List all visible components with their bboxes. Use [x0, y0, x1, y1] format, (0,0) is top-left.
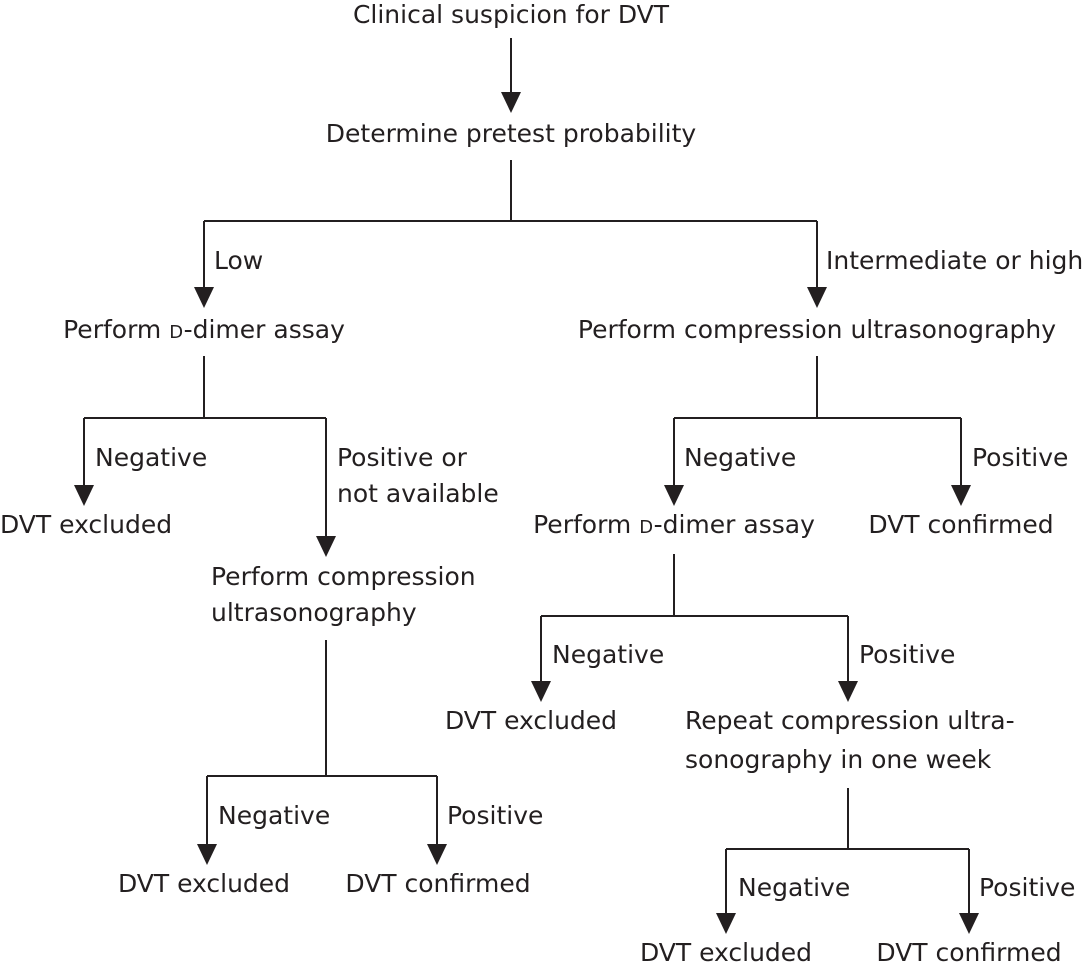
edge-label-low: Low	[214, 246, 264, 275]
node-left-cus-line2: ultrasonography	[211, 598, 417, 627]
edge-label-negative-4: Negative	[218, 801, 331, 830]
node-left-ddimer-assay: Perform D-dimer assay	[24, 312, 384, 351]
edge-label-negative-5: Negative	[738, 873, 851, 902]
node-right-compression-us: Perform compression ultrasonography	[577, 315, 1057, 344]
node-repeat-cus-line1: Repeat compression ultra-	[685, 706, 1015, 735]
node-right-ddimer-assay: Perform D-dimer assay	[514, 507, 834, 546]
arrowhead-low	[194, 287, 214, 308]
edge-label-positive-5: Positive	[979, 873, 1076, 902]
edge-label-intermediate-high: Intermediate or high	[826, 246, 1083, 275]
node-right-confirmed-2: DVT confirmed	[876, 938, 1062, 967]
edge-label-negative-1: Negative	[95, 443, 208, 472]
node-left-excluded-1: DVT excluded	[0, 510, 173, 539]
edge-label-positive-or-na-line2: not available	[337, 479, 499, 508]
node-clinical-suspicion: Clinical suspicion for DVT	[352, 0, 670, 29]
arrowhead-left-cus-positive	[427, 844, 447, 865]
arrowhead-repeat-positive	[959, 913, 979, 934]
edge-label-positive-4: Positive	[447, 801, 544, 830]
edge-label-positive-or-na-line1: Positive or	[337, 443, 467, 472]
node-right-excluded-2: DVT excluded	[639, 938, 813, 967]
node-left-excluded-2: DVT excluded	[117, 869, 291, 898]
arrowhead-right-negative	[664, 485, 684, 506]
node-left-ddimer-post: -dimer assay	[183, 315, 345, 344]
arrowhead-left-positive	[316, 536, 336, 557]
node-right-ddimer-post: -dimer assay	[653, 510, 815, 539]
arrowhead-right-ddimer-positive	[838, 681, 858, 702]
arrowhead-left-negative	[74, 485, 94, 506]
node-pretest-probability: Determine pretest probability	[325, 119, 697, 148]
arrowhead-intermediate	[807, 287, 827, 308]
node-right-confirmed-1: DVT confirmed	[868, 510, 1054, 539]
arrowhead-right-ddimer-negative	[531, 681, 551, 702]
edge-label-negative-3: Negative	[552, 640, 665, 669]
arrowhead-repeat-negative	[716, 913, 736, 934]
node-left-ddimer-pre: Perform	[63, 315, 170, 344]
node-left-cus-line1: Perform compression	[211, 562, 476, 591]
arrowhead-right-positive	[951, 485, 971, 506]
arrowhead-left-cus-negative	[197, 844, 217, 865]
edge-label-positive-3: Positive	[859, 640, 956, 669]
edge-label-negative-2: Negative	[684, 443, 797, 472]
node-right-excluded-1: DVT excluded	[444, 706, 618, 735]
node-repeat-cus-line2: sonography in one week	[685, 745, 992, 774]
node-right-ddimer-pre: Perform	[533, 510, 640, 539]
node-left-ddimer-smallcap: D	[169, 322, 184, 343]
node-right-ddimer-smallcap: D	[639, 517, 654, 538]
edge-label-positive-2: Positive	[972, 443, 1069, 472]
node-left-confirmed-2: DVT confirmed	[345, 869, 531, 898]
arrowhead-pretest	[501, 92, 521, 113]
